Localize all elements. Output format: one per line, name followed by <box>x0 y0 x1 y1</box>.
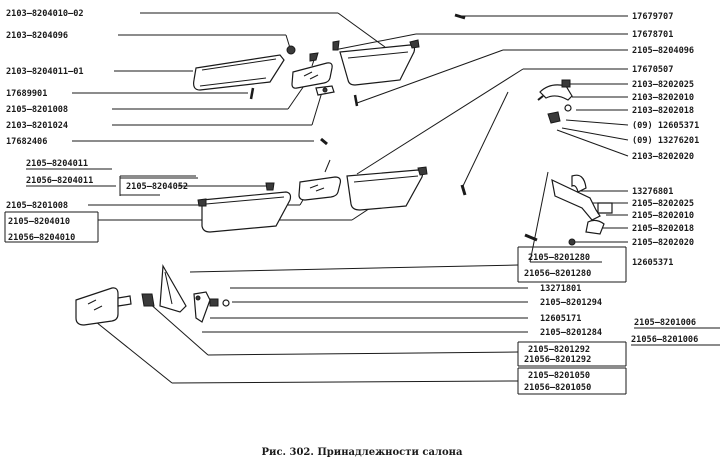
label-2103-8204010-02: 2103–8204010–02 <box>6 9 84 19</box>
label-13271801: 13271801 <box>540 284 581 294</box>
label-2103-8201024: 2103–8201024 <box>6 121 68 131</box>
label-2105-8201008-mid: 2105–8201008 <box>6 201 68 211</box>
label-2105-8201292: 2105–8201292 <box>528 345 590 355</box>
label-2105-8202010: 2105–8202010 <box>632 211 694 221</box>
part-drawings <box>75 13 613 326</box>
sun-visor-left-lower <box>197 182 292 233</box>
screw-mid <box>460 184 467 196</box>
sun-visor-left-upper <box>193 45 296 91</box>
label-2105-8204096: 2105–8204096 <box>632 46 694 56</box>
label-12605371: 12605371 <box>632 258 673 268</box>
label-21056-8201050: 21056–8201050 <box>524 383 591 393</box>
label-2105-8204052: 2105–8204052 <box>126 182 188 192</box>
label-2105-8201050: 2105–8201050 <box>528 371 590 381</box>
screws-top <box>249 13 466 146</box>
label-2103-8202018: 2103–8202018 <box>632 106 694 116</box>
label-2105-8204010: 2105–8204010 <box>8 217 70 227</box>
label-17689901: 17689901 <box>6 89 47 99</box>
label-2105-8202025: 2105–8202025 <box>632 199 694 209</box>
label-21056-8204010: 21056–8204010 <box>8 233 75 243</box>
label-2103-8204011-01: 2103–8204011–01 <box>6 67 84 77</box>
sun-visor-right-upper <box>332 39 420 86</box>
label-2105-8201280: 2105–8201280 <box>528 253 590 263</box>
label-2105-8202020: 2105–8202020 <box>632 238 694 248</box>
label-09-12605371: (09) 12605371 <box>632 121 699 131</box>
label-21056-8201006: 21056–8201006 <box>631 335 698 345</box>
label-2103-8204096: 2103–8204096 <box>6 31 68 41</box>
figure-caption: Рис. 302. Принадлежности салона <box>262 447 463 458</box>
label-2105-8201008-top: 2105–8201008 <box>6 105 68 115</box>
part-labels: 2103–8204010–02 2103–8204096 2103–820401… <box>6 9 720 458</box>
label-17670507: 17670507 <box>632 65 673 75</box>
interior-mirror-upper <box>291 52 333 89</box>
label-21056-8204011: 21056–8204011 <box>26 176 93 186</box>
label-2105-8201284: 2105–8201284 <box>540 328 602 338</box>
label-12605171: 12605171 <box>540 314 581 324</box>
leader-lines <box>4 12 629 395</box>
label-2105-8204011: 2105–8204011 <box>26 159 88 169</box>
label-17679707: 17679707 <box>632 12 673 22</box>
label-2105-8201294: 2105–8201294 <box>540 298 602 308</box>
label-09-13276201: (09) 13276201 <box>632 136 699 146</box>
label-2103-8202010: 2103–8202010 <box>632 93 694 103</box>
label-2103-8202025: 2103–8202025 <box>632 80 694 90</box>
label-17682406: 17682406 <box>6 137 47 147</box>
label-2105-8202018: 2105–8202018 <box>632 224 694 234</box>
grab-handle-small <box>537 79 573 124</box>
label-17678701: 17678701 <box>632 30 673 40</box>
grab-handle-large <box>524 174 613 246</box>
sun-visor-right-lower <box>346 166 428 211</box>
exterior-mirror <box>75 264 230 326</box>
label-13276801: 13276801 <box>632 187 673 197</box>
label-21056-8201280: 21056–8201280 <box>524 269 591 279</box>
clips-top <box>315 85 335 96</box>
label-21056-8201292: 21056–8201292 <box>524 355 591 365</box>
label-2105-8201006: 2105–8201006 <box>634 318 696 328</box>
label-2103-8202020: 2103–8202020 <box>632 152 694 162</box>
